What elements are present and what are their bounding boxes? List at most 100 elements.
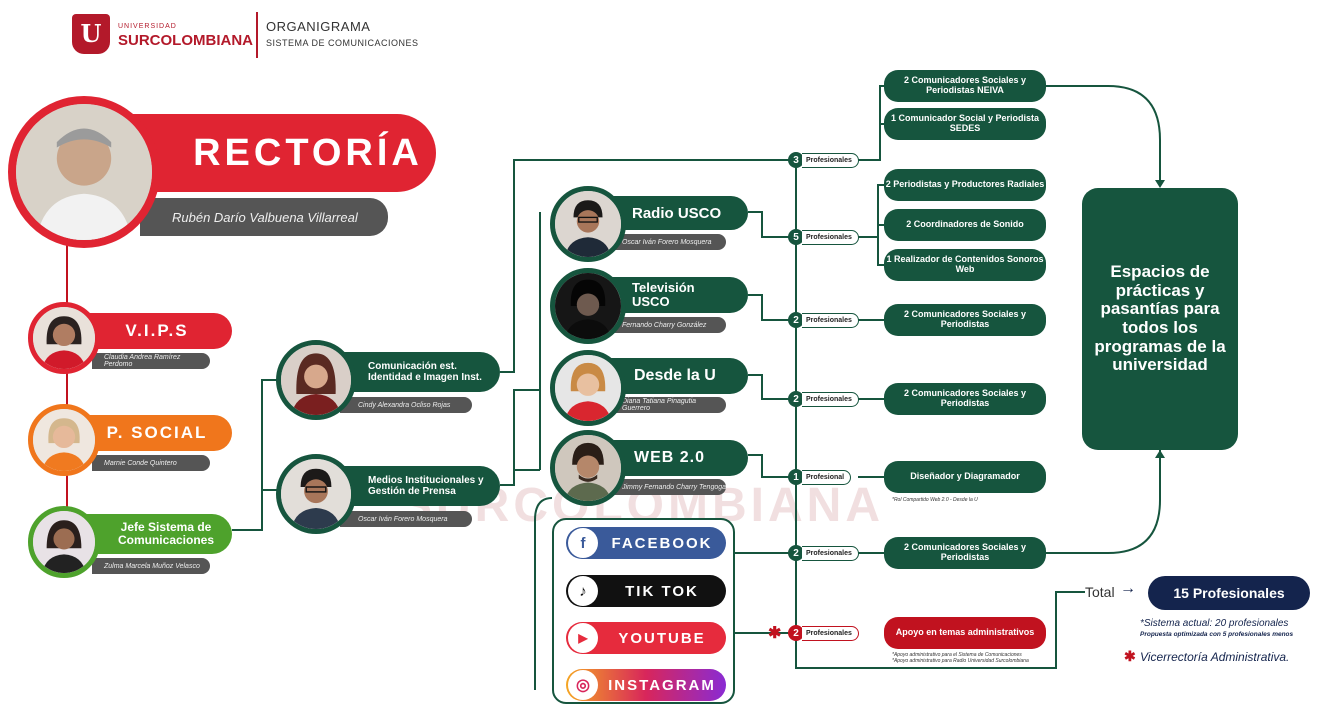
comunicacion-photo xyxy=(276,340,356,420)
badge-number: 2 xyxy=(788,391,804,407)
university-small-label: UNIVERSIDAD xyxy=(118,23,177,30)
disenador-note: *Rol Compartido Web 2.0 - Desde la U xyxy=(892,497,978,503)
badge-label: Profesionales xyxy=(802,391,859,407)
role-tv: 2 Comunicadores Sociales y Periodistas xyxy=(884,304,1046,336)
university-name: SURCOLOMBIANA xyxy=(118,32,253,49)
badge-number: 5 xyxy=(788,229,804,245)
psocial-photo xyxy=(28,404,100,476)
tiktok-label: TIK TOK xyxy=(625,582,699,600)
page-subtitle: SISTEMA DE COMUNICACIONES xyxy=(266,38,419,48)
radio-name-bar: Oscar Iván Forero Mosquera xyxy=(606,234,726,250)
vips-title: V.I.P.S xyxy=(125,321,189,340)
espacios-box: Espacios de prácticas y pasantías para t… xyxy=(1082,188,1238,450)
jefe-name-bar: Zulma Marcela Muñoz Velasco xyxy=(92,558,210,574)
role-periodistas: 2 Periodistas y Productores Radiales xyxy=(884,169,1046,201)
instagram-button[interactable]: ◎ INSTAGRAM xyxy=(566,669,726,701)
arrow-right-icon: → xyxy=(1120,580,1136,597)
footnote-vicerrectoria: Vicerrectoría Administrativa. xyxy=(1140,650,1290,664)
badge-3-profesionales: 3 Profesionales xyxy=(788,152,859,168)
medios-name: Oscar Iván Forero Mosquera xyxy=(358,515,448,523)
asterisk-icon: ✱ xyxy=(768,625,782,642)
total-value: 15 Profesionales xyxy=(1173,585,1285,601)
role-coordinadores: 2 Coordinadores de Sonido xyxy=(884,209,1046,241)
desde-photo xyxy=(550,350,626,426)
comunicacion-title-bar: Comunicación est. Identidad e Imagen Ins… xyxy=(330,352,500,392)
badge-number: 3 xyxy=(788,152,804,168)
badge-number: 2 xyxy=(788,625,804,641)
footnote-propuesta: Propuesta optimizada con 5 profesionales… xyxy=(1140,631,1294,638)
espacios-text: Espacios de prácticas y pasantías para t… xyxy=(1094,261,1226,375)
badge-label: Profesionales xyxy=(802,545,859,561)
rectoria-name-bar: Rubén Darío Valbuena Villarreal xyxy=(140,198,388,236)
badge-2-profesionales-tv: 2 Profesionales xyxy=(788,312,859,328)
page-title: ORGANIGRAMA xyxy=(266,19,371,34)
role-social: 2 Comunicadores Sociales y Periodistas xyxy=(884,537,1046,569)
badge-5-profesionales: 5 Profesionales xyxy=(788,229,859,245)
medios-name-bar: Oscar Iván Forero Mosquera xyxy=(340,511,472,527)
youtube-label: YOUTUBE xyxy=(618,629,706,647)
role-sedes: 1 Comunicador Social y Periodista SEDES xyxy=(884,108,1046,140)
youtube-icon: ▶ xyxy=(568,623,598,653)
tiktok-button[interactable]: ♪ TIK TOK xyxy=(566,575,726,607)
role-desde: 2 Comunicadores Sociales y Periodistas xyxy=(884,383,1046,415)
instagram-icon: ◎ xyxy=(568,670,598,700)
instagram-label: INSTAGRAM xyxy=(608,676,716,694)
vicerrectoria-asterisk-icon: ✱ xyxy=(1124,648,1136,664)
jefe-title-bar: Jefe Sistema de Comunicaciones xyxy=(82,514,232,554)
medios-photo xyxy=(276,454,356,534)
footnote-actual: *Sistema actual: 20 profesionales xyxy=(1140,618,1289,629)
youtube-button[interactable]: ▶ YOUTUBE xyxy=(566,622,726,654)
tv-title: Televisión USCO xyxy=(632,280,695,309)
badge-label: Profesionales xyxy=(802,229,859,245)
comunicacion-title: Comunicación est. Identidad e Imagen Ins… xyxy=(368,361,482,383)
badge-2-profesionales-social: 2 Profesionales xyxy=(788,545,859,561)
badge-2-profesionales-desde: 2 Profesionales xyxy=(788,391,859,407)
role-apoyo: Apoyo en temas administrativos xyxy=(884,617,1046,649)
badge-label: Profesional xyxy=(802,469,852,485)
facebook-label: FACEBOOK xyxy=(611,534,713,552)
tv-name-bar: Fernando Charry González xyxy=(606,317,726,333)
desde-title: Desde la U xyxy=(634,367,716,384)
rectoria-title: RECTORÍA xyxy=(193,131,423,174)
psocial-name-bar: Marnie Conde Quintero xyxy=(92,455,210,471)
apoyo-note-2: *Apoyo administrativo para Radio Univers… xyxy=(892,658,1029,664)
facebook-icon: f xyxy=(568,528,598,558)
role-neiva: 2 Comunicadores Sociales y Periodistas N… xyxy=(884,70,1046,102)
badge-label: Profesionales xyxy=(802,312,859,328)
header-divider xyxy=(256,12,258,58)
jefe-name: Zulma Marcela Muñoz Velasco xyxy=(104,562,200,570)
total-box: 15 Profesionales xyxy=(1148,576,1310,610)
psocial-title-bar: P. SOCIAL xyxy=(82,415,232,451)
web-title: WEB 2.0 xyxy=(634,449,706,466)
psocial-title: P. SOCIAL xyxy=(106,423,208,442)
badge-label: Profesionales xyxy=(802,152,859,168)
badge-number: 2 xyxy=(788,312,804,328)
badge-number: 1 xyxy=(788,469,804,485)
vips-name-bar: Claudia Andrea Ramírez Perdomo xyxy=(92,353,210,369)
radio-name: Oscar Iván Forero Mosquera xyxy=(622,238,712,246)
apoyo-note-1: *Apoyo administrativo para el Sistema de… xyxy=(892,652,1022,658)
facebook-button[interactable]: f FACEBOOK xyxy=(566,527,726,559)
university-logo-icon: U S xyxy=(72,14,110,88)
rectoria-title-bar: RECTORÍA xyxy=(130,114,436,192)
badge-1-profesional: 1 Profesional xyxy=(788,469,852,485)
radio-title: Radio USCO xyxy=(632,204,722,222)
web-photo xyxy=(550,430,626,506)
web-name: Jimmy Fernando Charry Tengoga xyxy=(622,483,727,491)
medios-title-bar: Medios Institucionales y Gestión de Pren… xyxy=(330,466,500,506)
vips-title-bar: V.I.P.S xyxy=(82,313,232,349)
badge-number: 2 xyxy=(788,545,804,561)
medios-title: Medios Institucionales y Gestión de Pren… xyxy=(368,475,484,497)
jefe-title: Jefe Sistema de Comunicaciones xyxy=(117,520,215,547)
tv-name: Fernando Charry González xyxy=(622,321,707,329)
rectoria-photo xyxy=(8,96,160,248)
vips-name: Claudia Andrea Ramírez Perdomo xyxy=(104,354,181,368)
comunicacion-name-bar: Cindy Alexandra Ocliso Rojas xyxy=(340,397,472,413)
comunicacion-name: Cindy Alexandra Ocliso Rojas xyxy=(358,401,451,409)
role-realizador: 1 Realizador de Contenidos Sonoros Web xyxy=(884,249,1046,281)
radio-photo xyxy=(550,186,626,262)
desde-name-bar: Diana Tatiana Pinagutia Guerrero xyxy=(606,397,726,413)
tv-photo xyxy=(550,268,626,344)
web-name-bar: Jimmy Fernando Charry Tengoga xyxy=(606,479,726,495)
